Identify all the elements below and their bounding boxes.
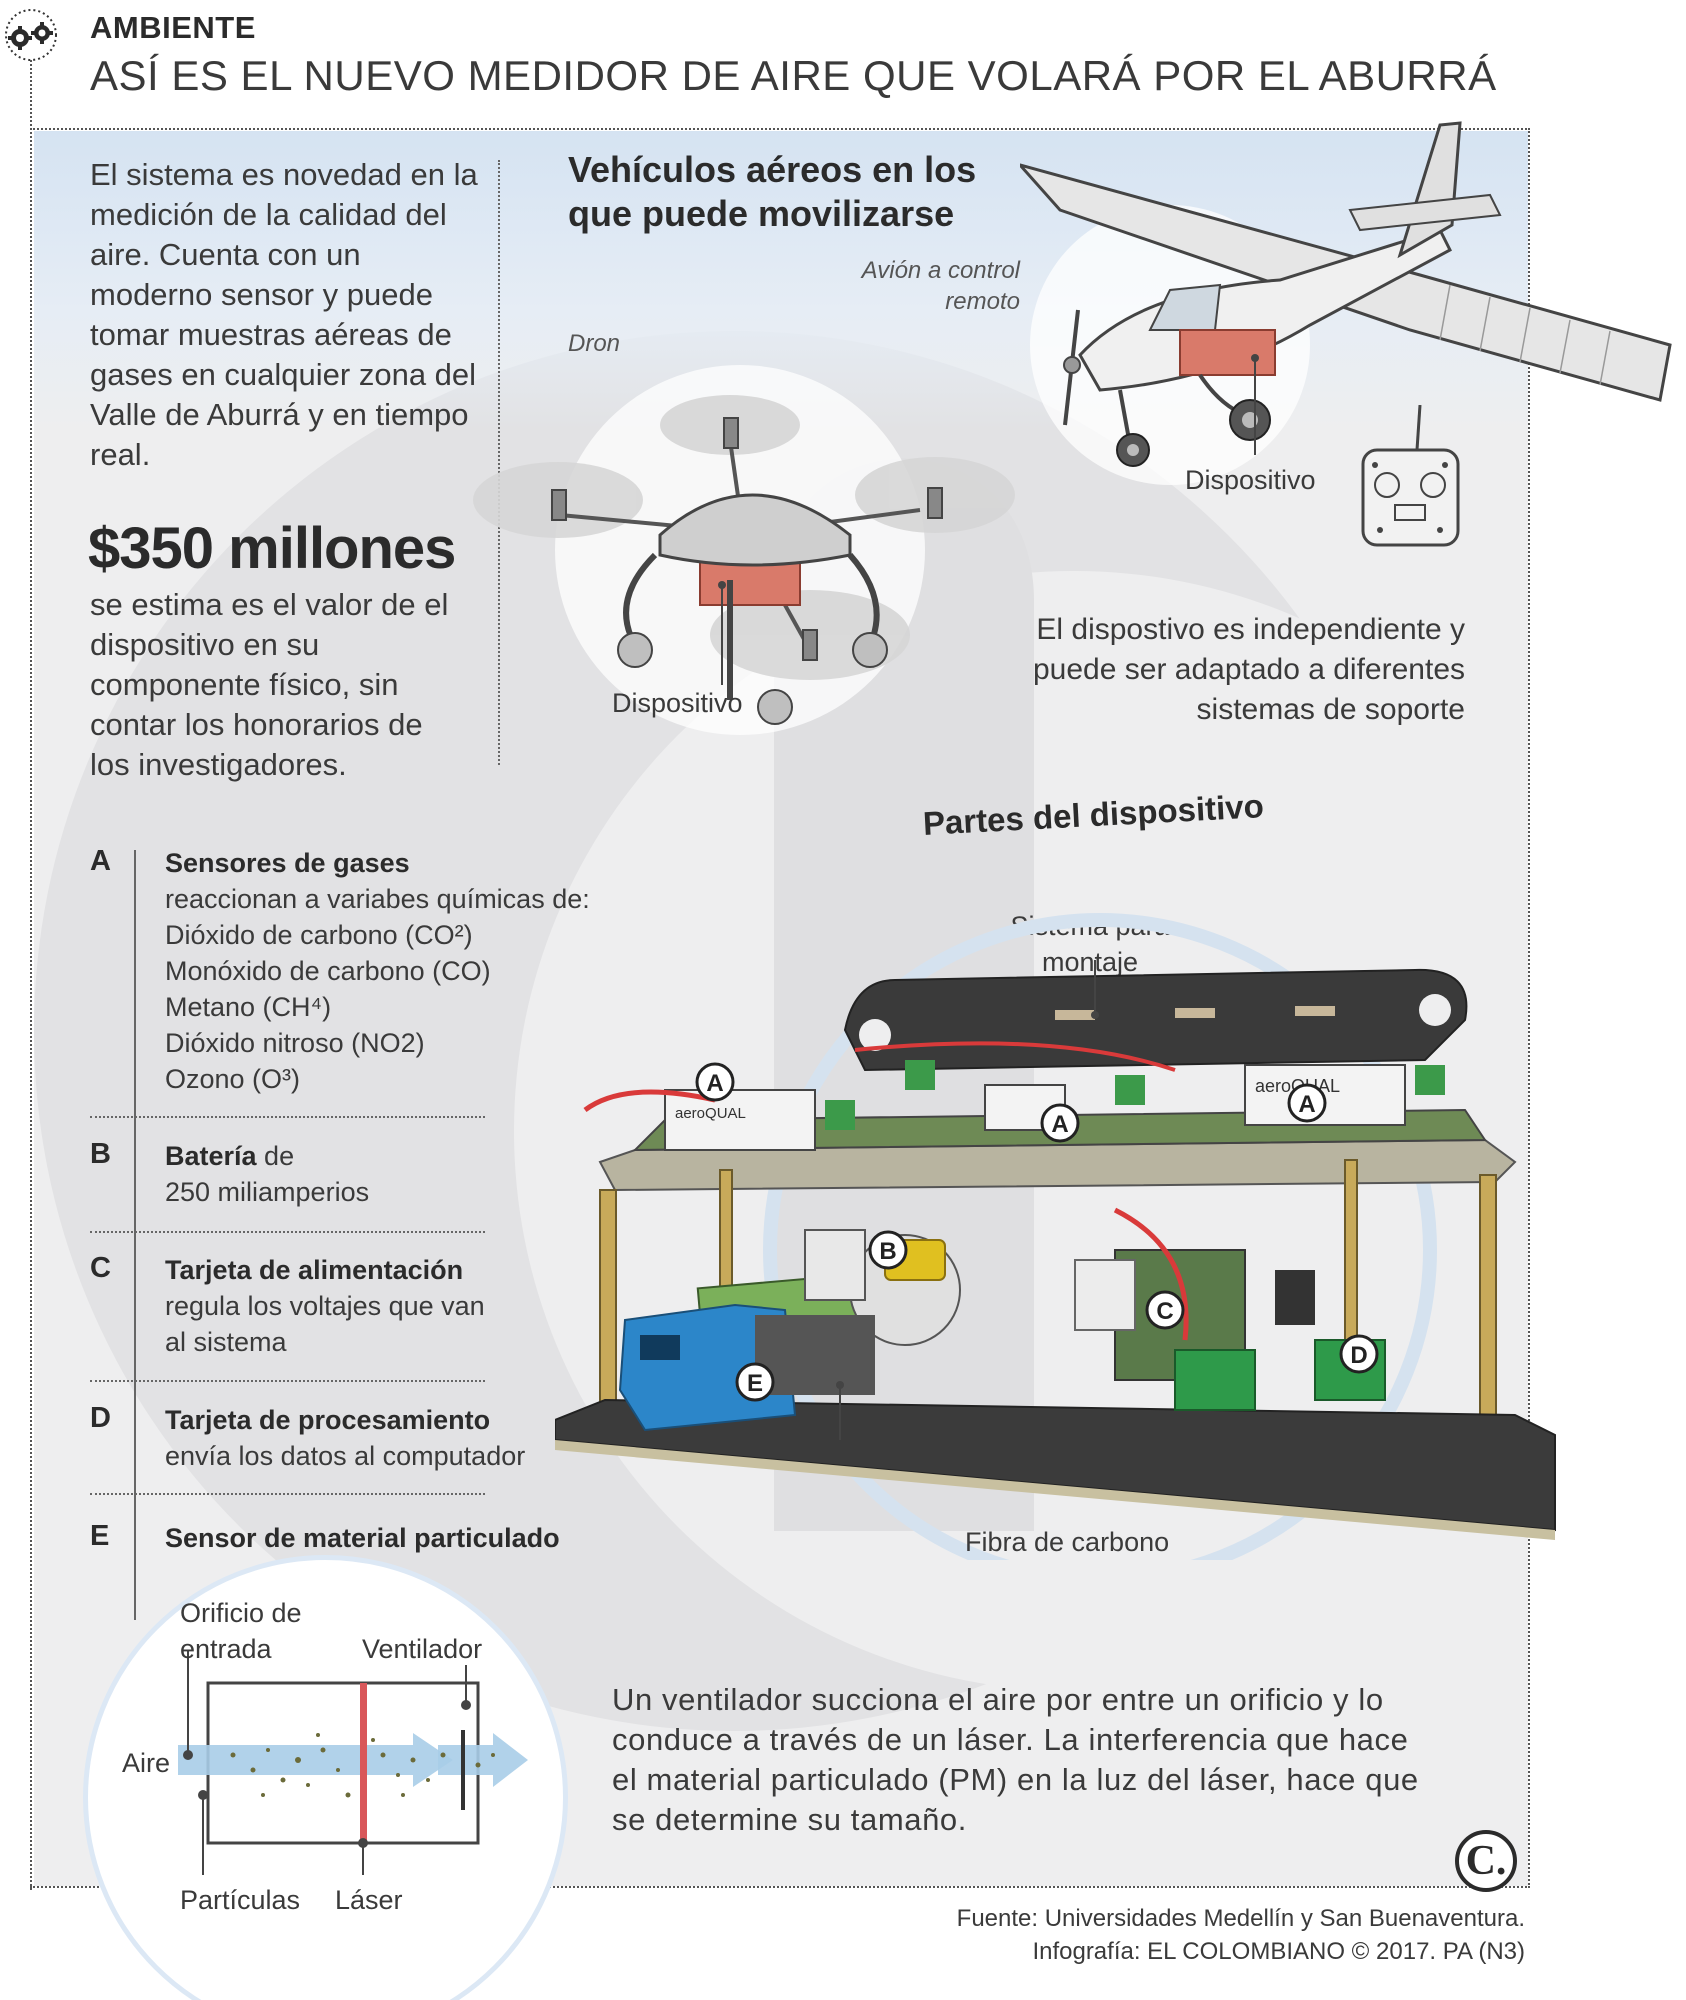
part-title-e: Sensor de material particulado [165, 1523, 560, 1553]
pm-laser-beam [360, 1683, 367, 1843]
svg-text:A: A [1298, 1091, 1315, 1118]
drone-dome [658, 493, 852, 567]
svg-text:D: D [1350, 1342, 1367, 1369]
svg-text:A: A [1051, 1111, 1068, 1138]
part-line-a-2: Dióxido de carbono (CO²) [165, 920, 473, 950]
pm-air-arrow-1 [178, 1733, 453, 1787]
drone-label: Dron [568, 330, 621, 357]
frame-border [30, 128, 1530, 1888]
vehicles-title: Vehículos aéreos en los que puede movili… [568, 149, 977, 234]
cost-description: se estima es el valor de el dispositivo … [90, 587, 449, 782]
carbon-plate [555, 1398, 1556, 1532]
part-line-c-1: regula los voltajes que van [165, 1291, 485, 1321]
drone-motors [551, 417, 943, 661]
plane-tail [1397, 121, 1462, 259]
pm-particles [230, 1733, 495, 1798]
headline: ASÍ ES EL NUEVO MEDIDOR DE AIRE QUE VOLA… [90, 52, 1497, 99]
part-letter-c: C [90, 1252, 111, 1284]
part-title-b-suffix: de [256, 1141, 295, 1171]
row-separator [90, 1231, 485, 1233]
carbon-fiber-label: Fibra de carbono [965, 1527, 1170, 1557]
pm-inlet-label: Orificio de entrada [180, 1598, 302, 1664]
part-line-a-1: reaccionan a variabes químicas de: [165, 884, 590, 914]
sensor-a3 [1244, 1064, 1406, 1126]
frame-left-line [30, 60, 32, 1890]
pm-particles-label: Partículas [180, 1885, 301, 1915]
marker-a1: A [695, 1062, 735, 1102]
plane-fuselage [1078, 228, 1452, 392]
part-letter-a: A [90, 845, 111, 877]
marker-c: C [1145, 1290, 1185, 1330]
part-line-a-4: Metano (CH⁴) [165, 992, 332, 1022]
source-line: Fuente: Universidades Medellín y San Bue… [956, 1905, 1525, 1932]
part-letter-e: E [90, 1520, 110, 1552]
svg-text:A: A [706, 1070, 723, 1097]
plane-device-box [1179, 329, 1276, 376]
part-line-a-6: Ozono (O³) [165, 1064, 301, 1094]
section-label: AMBIENTE [90, 10, 256, 45]
fan-explanation: Un ventilador succiona el aire por entre… [612, 1682, 1419, 1837]
row-separator [90, 1116, 485, 1118]
drone-illustration [473, 365, 1015, 735]
sensor-a1 [664, 1089, 816, 1151]
part-title-c: Tarjeta de alimentación [165, 1255, 464, 1285]
el-colombiano-logo: C. [1455, 1830, 1517, 1892]
plane-device-label: Dispositivo [1185, 465, 1316, 495]
marker-e: E [735, 1362, 775, 1402]
pm-laser-label: Láser [335, 1885, 403, 1915]
intro-text: El sistema es novedad en la medición de … [90, 157, 478, 472]
independent-note: El dispostivo es independiente y puede s… [1033, 613, 1465, 726]
part-title-d: Tarjeta de procesamiento [165, 1405, 491, 1435]
credit-line: Infografía: EL COLOMBIANO © 2017. PA (N3… [1032, 1938, 1525, 1965]
part-line-d-1: envía los datos al computador [165, 1441, 526, 1471]
device-markers: A A A B C D E [695, 1062, 1379, 1402]
pm-diagram [173, 1650, 528, 1875]
remote-control-icon [1361, 405, 1460, 547]
part-letter-b: B [90, 1138, 111, 1170]
plane-illustration [1020, 121, 1672, 485]
divider-vertical [498, 160, 500, 765]
svg-text:E: E [747, 1370, 763, 1397]
svg-text:C: C [1156, 1298, 1173, 1325]
part-line-a-5: Dióxido nitroso (NO2) [165, 1028, 425, 1058]
part-line-a-3: Monóxido de carbono (CO) [165, 956, 491, 986]
marker-d: D [1339, 1334, 1379, 1374]
part-title-b: Batería [165, 1141, 257, 1171]
brand-text-1: aeroQUAL [675, 1105, 746, 1122]
part-line-b-1: 250 miliamperios [165, 1177, 370, 1207]
gears-icon [5, 9, 57, 61]
part-letter-d: D [90, 1402, 111, 1434]
pm-fan-label: Ventilador [362, 1634, 483, 1664]
pm-air-arrow-2 [438, 1733, 528, 1787]
credits: Fuente: Universidades Medellín y San Bue… [800, 1902, 1525, 1968]
marker-a3: A [1287, 1083, 1327, 1123]
row-separator [90, 1493, 485, 1495]
plane-label: Avión a control remoto [861, 257, 1020, 315]
part-title-a: Sensores de gases [165, 848, 410, 878]
part-line-c-2: al sistema [165, 1327, 287, 1357]
cost-value: $350 millones [88, 516, 456, 581]
drone-device-label: Dispositivo [612, 688, 743, 718]
device-photo-illustration: aeroQUAL aeroQUAL [555, 913, 1556, 1560]
parts-column-line [134, 850, 136, 1620]
pm-air-label: Aire [122, 1748, 171, 1778]
row-separator [90, 1380, 485, 1382]
pm-diagram-circle [83, 1555, 568, 2000]
marker-b: B [868, 1230, 908, 1270]
marker-a2: A [1040, 1103, 1080, 1143]
svg-text:B: B [879, 1238, 896, 1265]
